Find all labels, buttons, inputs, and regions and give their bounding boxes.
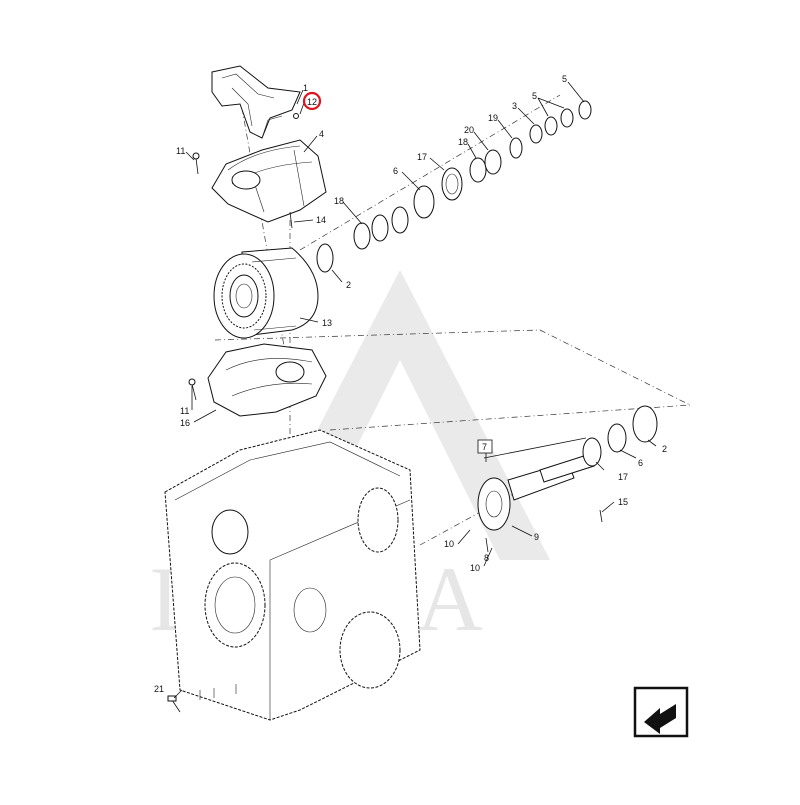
callout-18-right: 18 bbox=[458, 137, 468, 147]
shaft-rings-upper bbox=[316, 100, 592, 273]
callout-labels: 1 12 4 11 14 18 2 13 11 16 6 17 18 20 19… bbox=[154, 74, 667, 694]
bolts-upper bbox=[188, 113, 299, 401]
callout-2-left: 2 bbox=[346, 280, 351, 290]
part-21-stud bbox=[167, 695, 181, 713]
callout-15: 15 bbox=[618, 497, 628, 507]
callout-17-upper: 17 bbox=[417, 152, 427, 162]
next-page-arrow-icon[interactable] bbox=[633, 686, 689, 738]
callout-8: 8 bbox=[484, 553, 489, 563]
callout-13: 13 bbox=[322, 318, 332, 328]
callout-18-left: 18 bbox=[334, 196, 344, 206]
callout-6-upper: 6 bbox=[393, 166, 398, 176]
callout-1: 1 bbox=[303, 83, 308, 93]
callout-9: 9 bbox=[534, 532, 539, 542]
part-7-output-shaft bbox=[477, 405, 658, 531]
callout-20: 20 bbox=[464, 125, 474, 135]
callout-6-lower: 6 bbox=[638, 458, 643, 468]
callout-12: 12 bbox=[307, 97, 317, 107]
callout-3: 3 bbox=[512, 101, 517, 111]
callout-7-box bbox=[477, 439, 493, 454]
callout-21: 21 bbox=[154, 684, 164, 694]
transmission-housing bbox=[164, 429, 421, 721]
callout-11-upper: 11 bbox=[176, 146, 185, 156]
highlight-circle bbox=[302, 91, 322, 111]
part-4-upper-cover bbox=[211, 139, 327, 223]
leader-lines bbox=[173, 81, 657, 699]
callout-5-mid: 5 bbox=[532, 91, 537, 101]
part-16-lower-cover bbox=[207, 343, 327, 417]
callout-19: 19 bbox=[488, 113, 498, 123]
part-13-clutch-drum bbox=[213, 247, 319, 339]
callout-16: 16 bbox=[180, 418, 190, 428]
callout-2-right: 2 bbox=[662, 444, 667, 454]
callout-11-lower: 11 bbox=[180, 406, 189, 416]
callout-10-lower: 10 bbox=[470, 563, 480, 573]
callout-5-top: 5 bbox=[562, 74, 567, 84]
callout-10-upper: 10 bbox=[444, 539, 454, 549]
callout-4: 4 bbox=[319, 129, 324, 139]
callout-17-lower: 17 bbox=[618, 472, 628, 482]
callout-7: 7 bbox=[482, 442, 487, 452]
callout-14: 14 bbox=[316, 215, 326, 225]
part-1-bracket bbox=[211, 65, 301, 139]
